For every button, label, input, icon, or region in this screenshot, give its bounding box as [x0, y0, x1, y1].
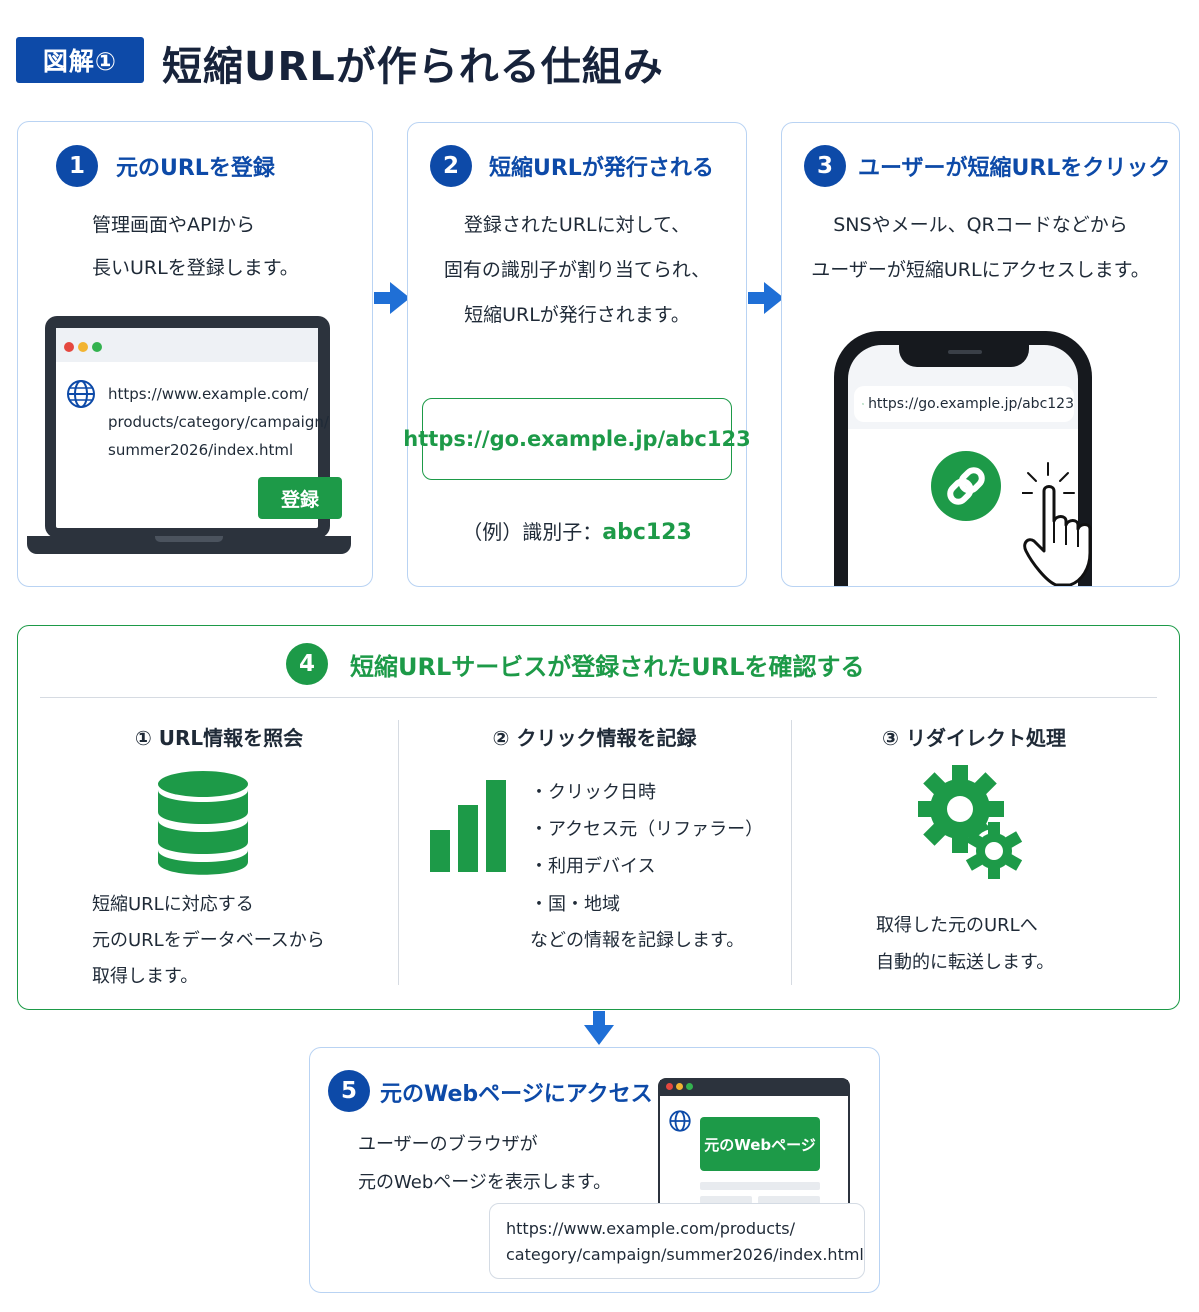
window-close-dot	[64, 342, 74, 352]
step-3-number: 3	[804, 145, 846, 187]
click-logging-title: ② クリック情報を記録	[492, 726, 697, 750]
section-divider	[40, 697, 1157, 698]
step-5-desc-line-1: ユーザーのブラウザが	[358, 1134, 538, 1155]
redirect-desc-line-2: 自動的に転送します。	[876, 952, 1055, 973]
bar-chart-icon	[430, 780, 506, 872]
long-url-line-2: products/category/campaign/	[108, 413, 329, 431]
column-divider	[398, 720, 399, 985]
redirect-desc-line-1: 取得した元のURLへ	[876, 915, 1038, 936]
register-button[interactable]: 登録	[258, 477, 342, 519]
click-info-item: ・クリック日時	[530, 782, 656, 803]
step-2-number: 2	[430, 145, 472, 187]
laptop-notch	[155, 536, 223, 542]
click-logging-desc: などの情報を記録します。	[530, 930, 745, 951]
phone-url-text: https://go.example.jp/abc123	[868, 396, 1074, 412]
original-url-box	[489, 1203, 865, 1279]
window-minimize-dot	[676, 1083, 683, 1090]
step-2-title: 短縮URLが発行される	[489, 156, 714, 181]
link-icon	[931, 451, 1001, 521]
step-2-desc-line-1: 登録されたURLに対して、	[463, 214, 691, 236]
step-4-title: 短縮URLサービスが登録されたURLを確認する	[350, 653, 865, 681]
long-url-line-1: https://www.example.com/	[108, 385, 309, 403]
search-icon	[862, 403, 864, 405]
step-2-desc-line-2: 固有の識別子が割り当てられ、	[443, 259, 711, 281]
globe-icon	[669, 1110, 691, 1132]
step-5-number: 5	[328, 1070, 370, 1112]
step-1-desc-line-1: 管理画面やAPIから	[92, 214, 256, 236]
phone-address-bar[interactable]: https://go.example.jp/abc123	[854, 386, 1074, 422]
click-info-item: ・アクセス元（リファラー）	[530, 819, 764, 840]
click-info-item: ・国・地域	[530, 894, 620, 915]
window-close-dot	[666, 1083, 673, 1090]
step-1-number: 1	[56, 145, 98, 187]
window-maximize-dot	[686, 1083, 693, 1090]
database-icon	[158, 771, 248, 875]
url-lookup-desc-line-3: 取得します。	[92, 966, 199, 987]
short-url-box: https://go.example.jp/abc123	[403, 398, 751, 480]
placeholder-line	[700, 1196, 752, 1204]
step-1-title: 元のURLを登録	[116, 156, 275, 181]
url-lookup-desc-line-1: 短縮URLに対応する	[92, 894, 254, 915]
step-3-card: https://go.example.jp/abc123	[781, 122, 1180, 587]
globe-icon	[67, 380, 95, 408]
browser-window-toolbar	[660, 1080, 848, 1096]
placeholder-line	[758, 1196, 820, 1204]
placeholder-line	[700, 1182, 820, 1190]
step-5-desc-line-2: 元のWebページを表示します。	[358, 1172, 612, 1193]
step-5-title: 元のWebページにアクセス	[380, 1082, 653, 1107]
arrow-right-icon	[748, 282, 784, 314]
identifier-example-value: abc123	[602, 520, 692, 545]
page-title: 短縮URLが作られる仕組み	[162, 44, 664, 90]
step-4-number: 4	[286, 643, 328, 685]
url-lookup-title: ① URL情報を照会	[134, 726, 304, 750]
window-minimize-dot	[78, 342, 88, 352]
short-url-link[interactable]: https://go.example.jp/abc123	[403, 427, 751, 451]
laptop-base	[27, 536, 351, 554]
hand-pointer-icon	[1022, 462, 1092, 586]
long-url-line-3: summer2026/index.html	[108, 441, 294, 459]
step-3-title: ユーザーが短縮URLをクリック	[858, 156, 1171, 181]
original-url-line-2: category/campaign/summer2026/index.html	[506, 1245, 864, 1264]
arrow-right-icon	[374, 282, 410, 314]
step-3-desc-line-2: ユーザーが短縮URLにアクセスします。	[811, 259, 1150, 281]
click-info-item: ・利用デバイス	[530, 856, 656, 877]
step-2-desc-line-3: 短縮URLが発行されます。	[464, 304, 690, 326]
column-divider	[791, 720, 792, 985]
identifier-example-label: （例）識別子：	[462, 520, 603, 544]
step-1-desc-line-2: 長いURLを登録します。	[92, 257, 299, 279]
smartphone-speaker	[948, 350, 982, 354]
original-url-line-1: https://www.example.com/products/	[506, 1219, 796, 1238]
url-lookup-desc-line-2: 元のURLをデータベースから	[92, 930, 325, 951]
window-maximize-dot	[92, 342, 102, 352]
original-webpage-block: 元のWebページ	[700, 1117, 820, 1171]
arrow-down-icon	[584, 1011, 614, 1045]
step-3-desc-line-1: SNSやメール、QRコードなどから	[833, 214, 1128, 236]
step-2-card	[407, 122, 747, 587]
identifier-example: （例）識別子：abc123	[408, 516, 746, 545]
gears-icon	[918, 765, 1023, 879]
figure-badge: 図解①	[16, 37, 144, 83]
redirect-title: ③ リダイレクト処理	[882, 726, 1066, 750]
